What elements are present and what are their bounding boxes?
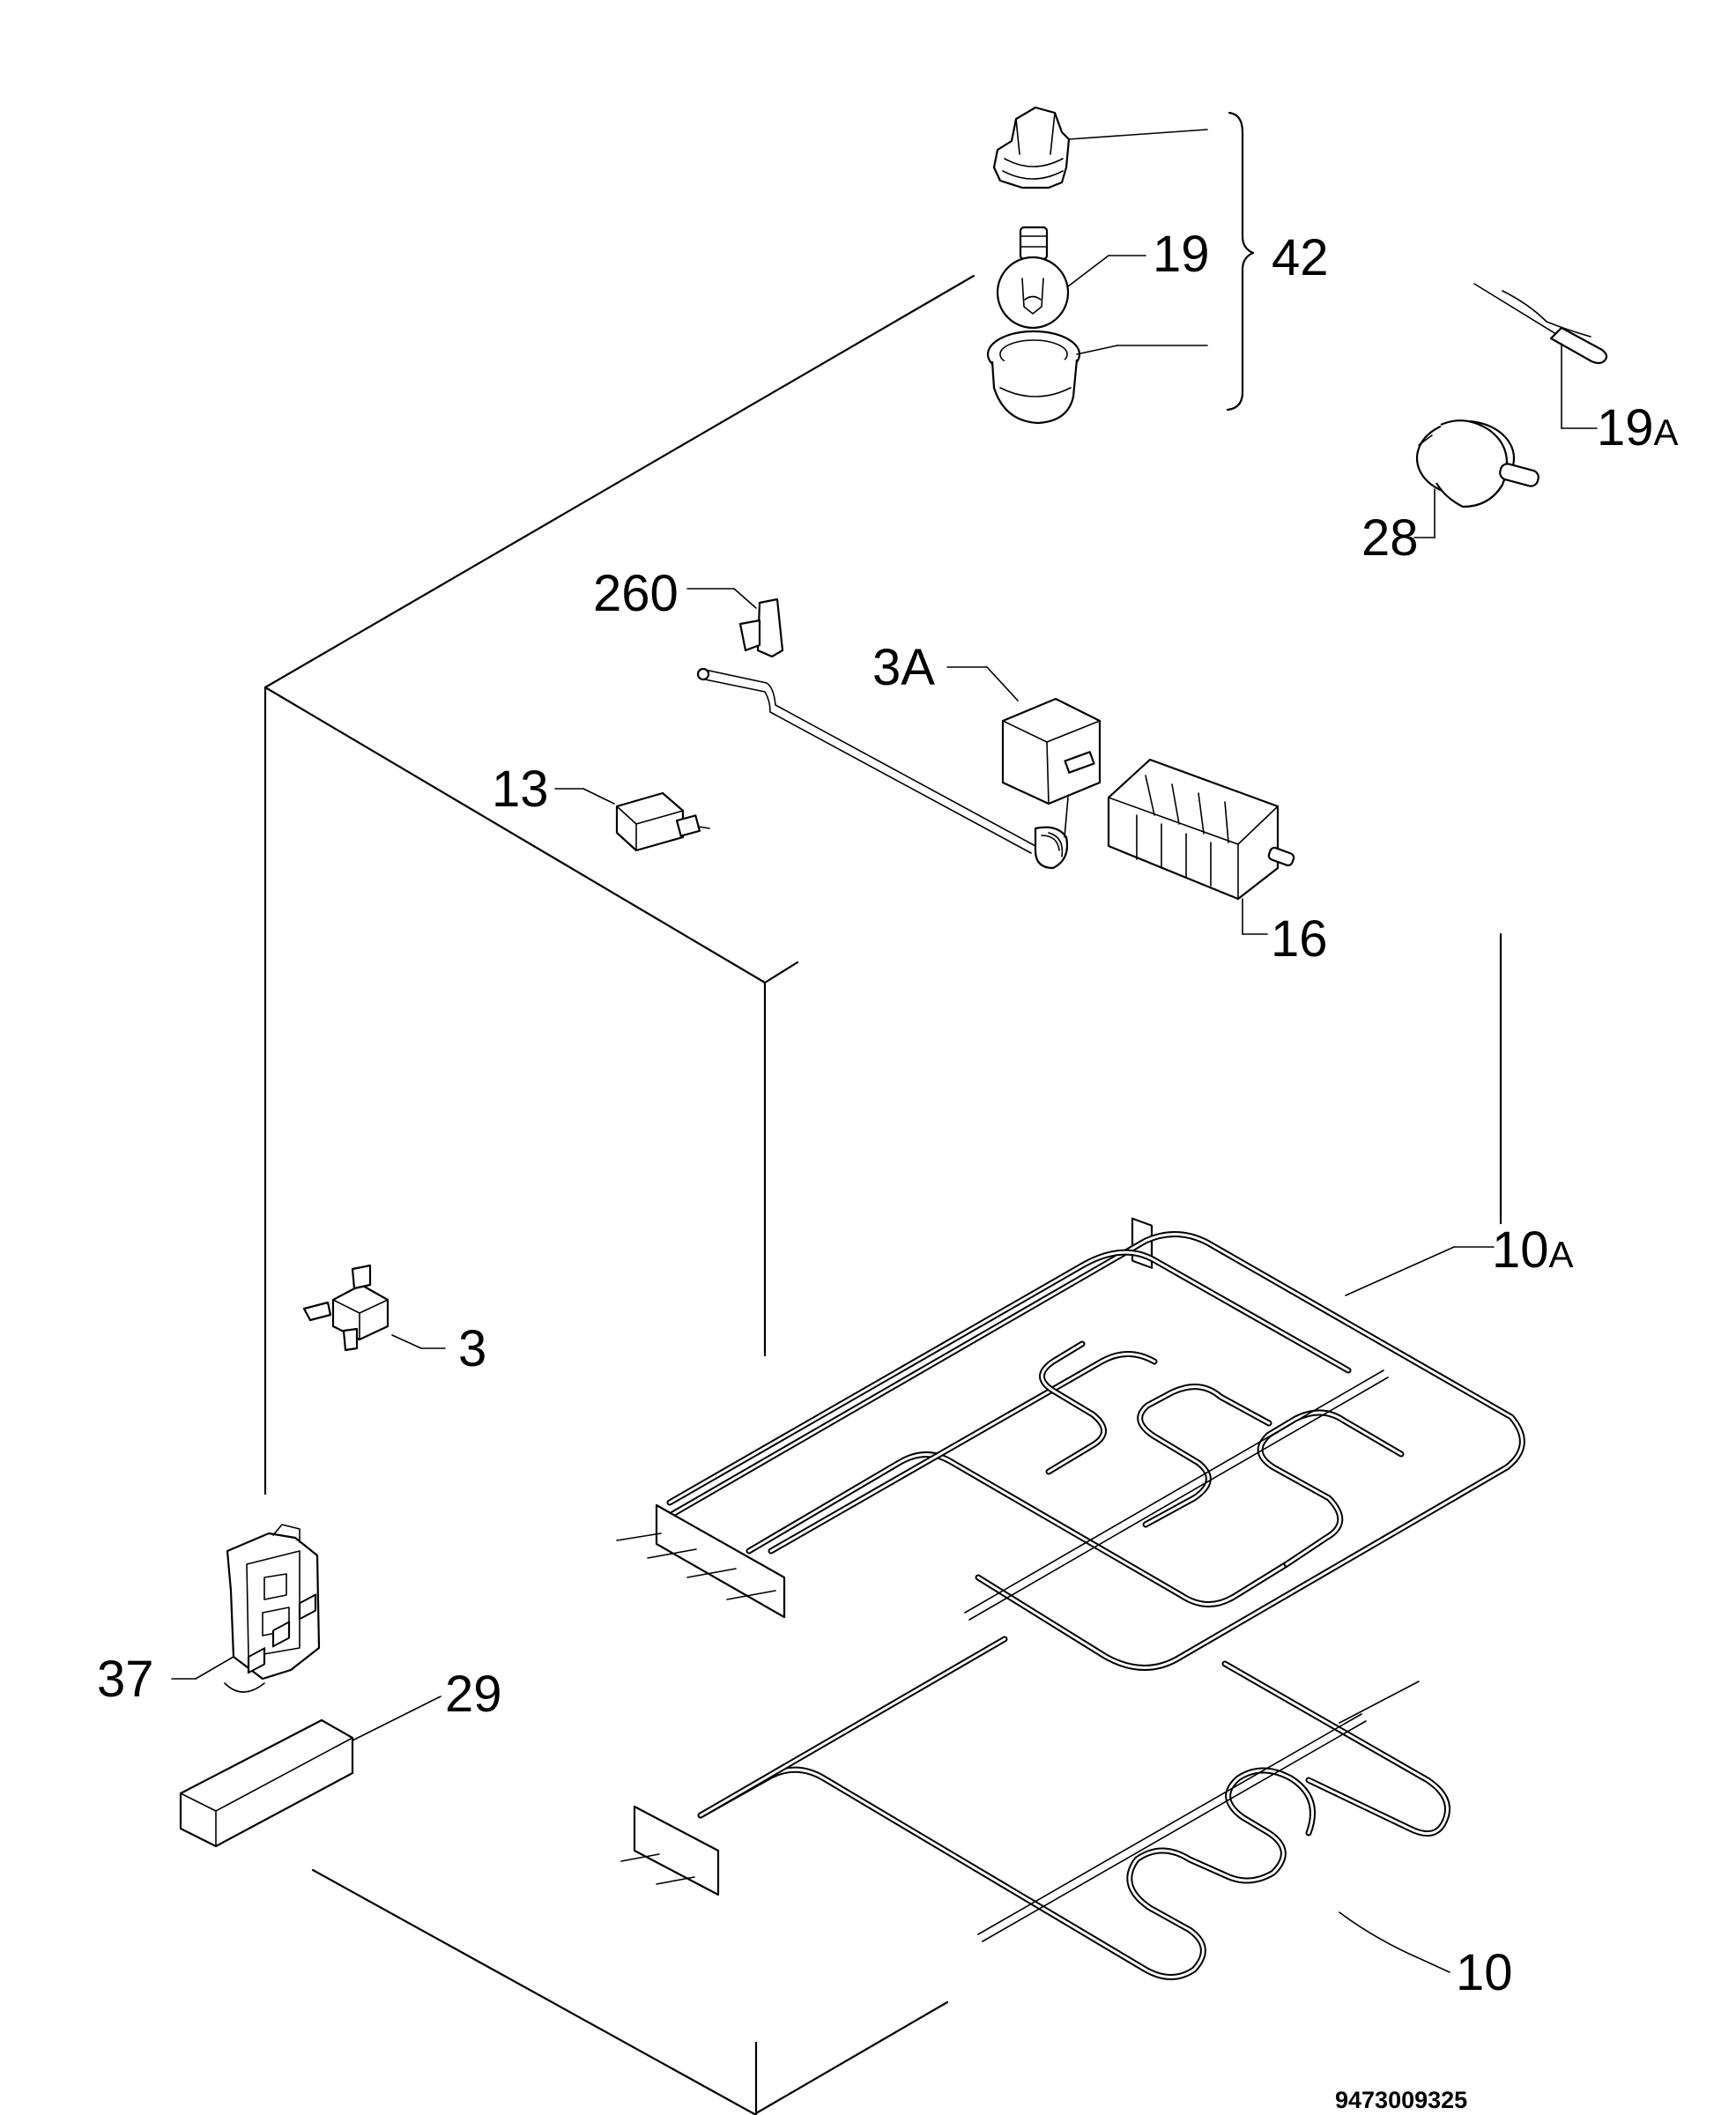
rotary-switch-part [1413,419,1539,538]
label-260: 260 [593,565,679,622]
lamp-holder-part [992,106,1208,189]
sensor-probe-part [1473,283,1608,429]
lamp-bulb-part [996,226,1146,330]
lamp-cover-part [986,330,1208,425]
ignition-generator-part [179,1593,441,1848]
label-42: 42 [1272,229,1329,286]
thermostat-part [696,666,1102,870]
label-19a: 19A [1597,399,1679,456]
clip-part [686,588,784,658]
label-37: 37 [97,1651,154,1708]
label-29: 29 [445,1666,502,1723]
drawing-code: 9473009325 [1335,2087,1467,2113]
label-10a: 10A [1492,1221,1574,1279]
push-switch-part [554,788,710,852]
bottom-element-part [620,1636,1450,1980]
selector-switch-part [1107,758,1295,1269]
label-10: 10 [1456,1944,1513,2001]
control-module-part [171,1524,321,1693]
label-3a: 3A [872,639,935,696]
grill-element-part [616,1230,1525,1724]
lamp-assembly-bracket [1226,111,1255,412]
label-28: 28 [1361,509,1419,567]
label-3: 3 [458,1320,486,1377]
label-13: 13 [492,761,549,818]
label-19: 19 [1153,226,1210,283]
terminal-block-part [302,1264,446,1352]
oven-cabinet-outline [263,274,1502,2115]
label-16: 16 [1271,910,1328,968]
